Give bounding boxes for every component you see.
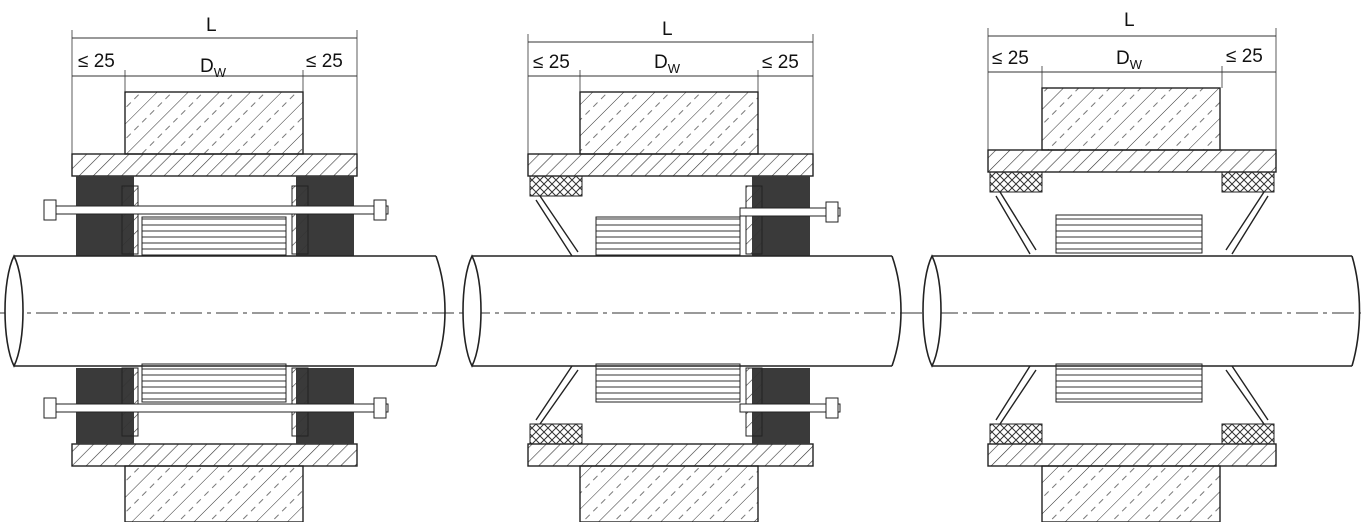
wall-upper (579, 91, 759, 155)
pipe-end (1351, 255, 1361, 367)
nut (373, 199, 387, 221)
insulation-block (595, 363, 741, 403)
wall-lower (124, 465, 304, 522)
nut (825, 397, 839, 419)
wall-lower (579, 465, 759, 522)
diagram-2: L ≤ 25 ≤ 25 DW (462, 19, 902, 522)
packing-ring (989, 171, 1043, 193)
spring-clamp (1225, 365, 1269, 425)
spring-clamp (995, 365, 1037, 425)
dim-overall-label: L (206, 15, 217, 36)
diagram-1: L ≤ 25 ≤ 25 DW (4, 15, 446, 522)
bolt (47, 403, 389, 413)
spring-clamp (995, 191, 1037, 255)
dim-wall-label: DW (1116, 48, 1143, 72)
dim-left-clearance-label: ≤ 25 (992, 48, 1029, 69)
packing-ring (529, 423, 583, 445)
wall-lower (1041, 465, 1221, 522)
pipe-end (922, 254, 942, 368)
pressure-plate (745, 367, 763, 437)
insulation-block (595, 216, 741, 256)
pressure-plate (745, 185, 763, 255)
packing-ring (1221, 423, 1275, 445)
sleeve-lower (527, 443, 814, 467)
insulation-block (141, 363, 287, 403)
wall-upper (124, 91, 304, 155)
pipe-end (891, 255, 902, 367)
pipe (14, 255, 436, 367)
dim-wall-label: DW (654, 52, 681, 76)
bolt (739, 403, 841, 413)
pressure-plate (121, 367, 139, 437)
dim-right-clearance-label: ≤ 25 (762, 52, 799, 73)
dim-right-clearance-label: ≤ 25 (306, 51, 343, 72)
dim-left-clearance-label: ≤ 25 (533, 52, 570, 73)
sleeve-upper (71, 153, 358, 177)
dim-wall-label: DW (200, 56, 227, 80)
packing-ring (529, 175, 583, 197)
bolt (739, 207, 841, 217)
pipe (932, 255, 1352, 367)
pressure-plate (291, 367, 309, 437)
insulation-block (1055, 363, 1203, 403)
nut (825, 201, 839, 223)
dim-right-clearance-label: ≤ 25 (1226, 46, 1263, 67)
dim-overall-label: L (1124, 10, 1135, 31)
nut (43, 199, 57, 221)
packing-ring (989, 423, 1043, 445)
pipe-end (4, 254, 24, 368)
spring-clamp (535, 195, 579, 257)
pipe-end (435, 255, 446, 367)
bolt (47, 205, 389, 215)
spring-clamp (535, 365, 579, 425)
insulation-block (141, 216, 287, 256)
nut (373, 397, 387, 419)
sleeve-upper (987, 149, 1277, 173)
pipe-end (462, 254, 482, 368)
dim-overall-label: L (662, 19, 673, 40)
dim-left-clearance-label: ≤ 25 (78, 51, 115, 72)
packing-ring (1221, 171, 1275, 193)
pressure-plate (121, 185, 139, 255)
spring-clamp (1225, 191, 1269, 255)
nut (43, 397, 57, 419)
pressure-plate (291, 185, 309, 255)
insulation-block (1055, 214, 1203, 254)
sleeve-lower (71, 443, 358, 467)
sleeve-upper (527, 153, 814, 177)
wall-upper (1041, 87, 1221, 151)
diagram-3: L ≤ 25 ≤ 25 DW (922, 10, 1361, 522)
sleeve-lower (987, 443, 1277, 467)
pipe (472, 255, 892, 367)
